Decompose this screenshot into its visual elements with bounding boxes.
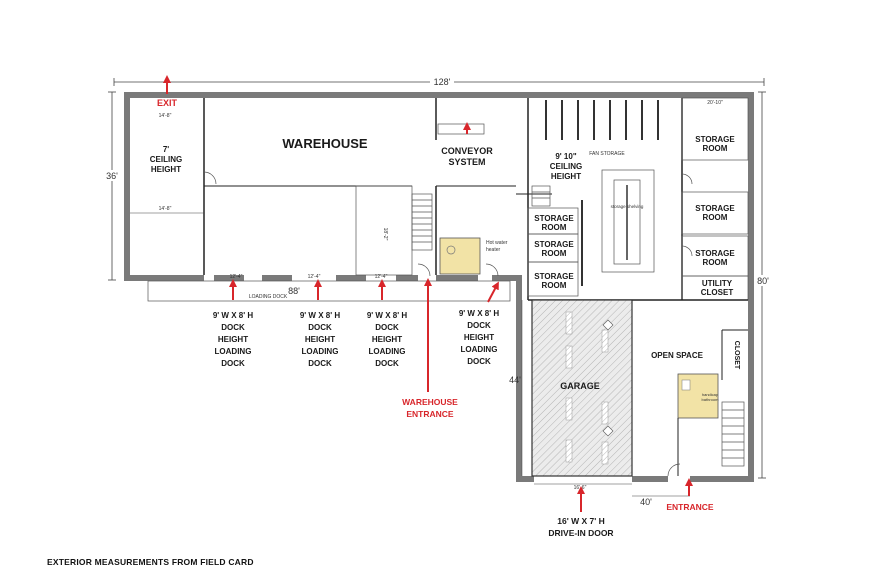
label-conveyor-b: SYSTEM bbox=[448, 157, 485, 167]
dock1-l2: DOCK bbox=[221, 323, 245, 332]
drive-in-l2: DRIVE-IN DOOR bbox=[548, 528, 613, 538]
dock2-l3: HEIGHT bbox=[305, 335, 335, 344]
label-ceiling-7-b: CEILING bbox=[150, 155, 182, 164]
dock3-l3: HEIGHT bbox=[372, 335, 402, 344]
label-storage-2a: STORAGE bbox=[534, 240, 574, 249]
warehouse-stairs bbox=[411, 193, 433, 251]
label-entrance: ENTRANCE bbox=[666, 502, 714, 512]
label-fan-storage: FAN STORAGE bbox=[589, 151, 625, 157]
drive-in-l1: 16' W X 7' H bbox=[557, 516, 605, 526]
label-ceiling-910-c: HEIGHT bbox=[551, 172, 581, 181]
warehouse-interior: 14'-8" 14'-8" 18'-2" bbox=[130, 98, 516, 277]
label-exit: EXIT bbox=[157, 98, 178, 108]
dim-88: 88' bbox=[288, 286, 300, 296]
dim-mezz-top: 14'-8" bbox=[159, 113, 172, 119]
dim-room-top-right: 20'-10" bbox=[707, 100, 723, 106]
label-storage-2b: ROOM bbox=[542, 249, 567, 258]
label-warehouse: WAREHOUSE bbox=[282, 136, 368, 151]
label-closet: CLOSET bbox=[733, 341, 740, 370]
loading-dock-label: LOADING DOCK bbox=[249, 294, 288, 300]
dim-44: 44' bbox=[509, 375, 521, 385]
red-labels: EXIT WAREHOUSE ENTRANCE ENTRANCE bbox=[157, 98, 714, 512]
right-dimension: 80' bbox=[750, 91, 776, 479]
label-storage-1b: ROOM bbox=[542, 223, 567, 232]
dock4-l5: DOCK bbox=[467, 357, 491, 366]
dim-mezz-bottom: 14'-8" bbox=[159, 206, 172, 212]
label-storage-shelving: storage shelving bbox=[611, 204, 644, 209]
label-storage-6a: STORAGE bbox=[695, 249, 735, 258]
garage-dimension: 44' bbox=[509, 300, 523, 476]
dock3-l5: DOCK bbox=[375, 359, 399, 368]
dim-36: 36' bbox=[106, 171, 118, 181]
label-conveyor-a: CONVEYOR bbox=[441, 146, 493, 156]
dock4-l4: LOADING bbox=[461, 345, 498, 354]
exterior-walls bbox=[124, 92, 754, 482]
dock2-l2: DOCK bbox=[308, 323, 332, 332]
dock1-l4: LOADING bbox=[215, 347, 252, 356]
dock3-l1: 9' W X 8' H bbox=[367, 311, 407, 320]
label-storage-5a: STORAGE bbox=[695, 204, 735, 213]
hot-water-room bbox=[439, 237, 481, 275]
label-storage-5b: ROOM bbox=[703, 213, 728, 222]
room-labels: WAREHOUSE 7' CEILING HEIGHT CONVEYOR SYS… bbox=[150, 135, 740, 402]
dim-80: 80' bbox=[757, 276, 769, 286]
left-dimension: 36' bbox=[100, 91, 124, 281]
label-storage-6b: ROOM bbox=[703, 258, 728, 267]
footer-note: EXTERIOR MEASUREMENTS FROM FIELD CARD bbox=[47, 557, 254, 567]
top-dimension: 128' bbox=[113, 76, 765, 87]
label-storage-3b: ROOM bbox=[542, 281, 567, 290]
label-bathroom-b: bathroom bbox=[702, 397, 720, 402]
label-utility-a: UTILITY bbox=[702, 279, 733, 288]
dock4-l1: 9' W X 8' H bbox=[459, 309, 499, 318]
label-wh-entrance-a: WAREHOUSE bbox=[402, 397, 458, 407]
label-hot-water-b: heater bbox=[486, 247, 501, 253]
label-bathroom-a: handicap bbox=[702, 392, 719, 397]
dock4-l3: HEIGHT bbox=[464, 333, 494, 342]
label-ceiling-910-b: CEILING bbox=[550, 162, 582, 171]
dock1-l5: DOCK bbox=[221, 359, 245, 368]
dim-40: 40' bbox=[640, 497, 652, 507]
dock2-l4: LOADING bbox=[302, 347, 339, 356]
label-storage-4b: ROOM bbox=[703, 144, 728, 153]
dock1-l1: 9' W X 8' H bbox=[213, 311, 253, 320]
label-utility-b: CLOSET bbox=[701, 288, 734, 297]
label-wh-entrance-b: ENTRANCE bbox=[406, 409, 454, 419]
open-space-block: 40' bbox=[632, 329, 748, 507]
label-ceiling-7-c: HEIGHT bbox=[151, 165, 181, 174]
dock2-l5: DOCK bbox=[308, 359, 332, 368]
label-storage-1a: STORAGE bbox=[534, 214, 574, 223]
dim-dock-2: 12'-4" bbox=[308, 274, 321, 280]
dock4-l2: DOCK bbox=[467, 321, 491, 330]
dock-labels: 9' W X 8' H DOCK HEIGHT LOADING DOCK 9' … bbox=[213, 309, 499, 368]
loading-dock: LOADING DOCK 88' 12'-4" 12'-4" 12'-4" bbox=[147, 274, 511, 302]
label-ceiling-910-a: 9' 10" bbox=[555, 152, 576, 161]
garage: 16'-6" bbox=[531, 299, 633, 491]
dock2-l1: 9' W X 8' H bbox=[300, 311, 340, 320]
drive-in-label: 16' W X 7' H DRIVE-IN DOOR bbox=[548, 516, 613, 538]
label-hot-water-a: Hot water bbox=[486, 240, 508, 246]
storage-wing: 20'-10" bbox=[516, 97, 749, 301]
dock3-l2: DOCK bbox=[375, 323, 399, 332]
label-storage-3a: STORAGE bbox=[534, 272, 574, 281]
dim-interior: 18'-2" bbox=[382, 228, 388, 241]
dim-dock-3: 12'-4" bbox=[375, 274, 388, 280]
label-garage: GARAGE bbox=[560, 381, 600, 391]
dim-128: 128' bbox=[434, 77, 451, 87]
dim-dock-1: 12'-4" bbox=[230, 274, 243, 280]
dock-arrow-4 bbox=[487, 281, 499, 303]
label-storage-4a: STORAGE bbox=[695, 135, 735, 144]
dock3-l4: LOADING bbox=[369, 347, 406, 356]
red-arrows bbox=[163, 75, 693, 512]
label-ceiling-7-a: 7' bbox=[163, 145, 169, 154]
dock1-l3: HEIGHT bbox=[218, 335, 248, 344]
label-open-space: OPEN SPACE bbox=[651, 351, 704, 360]
